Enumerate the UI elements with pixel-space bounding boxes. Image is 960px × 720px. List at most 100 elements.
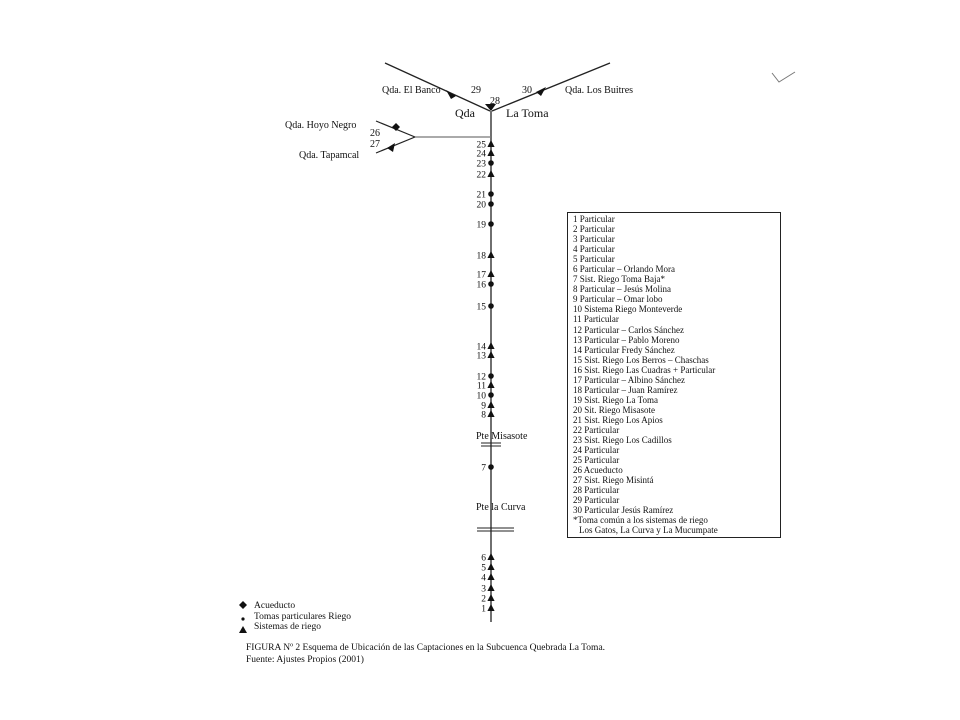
riego-system-triangle-icon (487, 351, 495, 358)
legend-item: 25 Particular (573, 455, 620, 466)
caption-title: FIGURA Nº 2 Esquema de Ubicación de las … (246, 643, 606, 653)
label-la-toma: La Toma (506, 106, 549, 120)
legend-item: 14 Particular Fredy Sánchez (573, 344, 675, 355)
private-intake-dot-icon (488, 201, 494, 207)
label-hoyo-negro: Qda. Hoyo Negro (285, 120, 356, 131)
riego-system-triangle-icon (487, 553, 495, 560)
legend-item: 11 Particular (573, 314, 619, 325)
point-number-label: 24 (477, 150, 487, 160)
riego-system-triangle-icon (487, 251, 495, 258)
riego-system-triangle-icon (487, 563, 495, 570)
legend-item: 3 Particular (573, 234, 615, 245)
legend-item: 15 Sist. Riego Los Berros – Chaschas (573, 354, 709, 365)
point-number-label: 22 (477, 171, 487, 181)
legend-item: 21 Sist. Riego Los Apios (573, 414, 663, 425)
stream-tapamcal (375, 136, 416, 154)
legend-item: 17 Particular – Albino Sánchez (573, 374, 685, 385)
legend-item: 5 Particular (573, 254, 615, 265)
label-29: 29 (471, 85, 481, 96)
point-number-label: 10 (477, 392, 487, 402)
private-intake-dot-icon (488, 281, 494, 287)
riego-system-triangle-icon (487, 604, 495, 611)
private-intake-dot-icon (488, 373, 494, 379)
point-number-label: 15 (477, 303, 487, 313)
point-number-label: 17 (477, 271, 487, 281)
label-26: 26 (370, 128, 380, 139)
label-27: 27 (370, 139, 380, 150)
riego-system-triangle-icon (487, 584, 495, 591)
arrow-29 (446, 90, 456, 99)
point-number-label: 9 (481, 402, 486, 412)
point-number-label: 19 (477, 221, 487, 231)
arrow-27 (387, 143, 395, 152)
arrow-28 (485, 104, 496, 111)
legend-item: 10 Sistema Riego Monteverde (573, 304, 683, 315)
point-number-label: 14 (477, 343, 487, 353)
stream-los-buitres (491, 62, 611, 112)
riego-system-triangle-icon (487, 140, 495, 147)
key-diamond-icon (239, 601, 247, 609)
legend-item: 29 Particular (573, 495, 620, 506)
riego-system-triangle-icon (487, 270, 495, 277)
caption-source: Fuente: Ajustes Propios (2001) (246, 655, 364, 665)
legend-item: 13 Particular – Pablo Moreno (573, 334, 680, 345)
legend-item: 20 Sit. Riego Misasote (573, 404, 656, 415)
legend-item: 22 Particular (573, 424, 620, 435)
legend-item: 7 Sist. Riego Toma Baja* (573, 274, 665, 285)
label-pte-curva: Pte la Curva (476, 502, 526, 513)
legend-item: 19 Sist. Riego La Toma (573, 394, 658, 405)
riego-system-triangle-icon (487, 594, 495, 601)
private-intake-dot-icon (488, 191, 494, 197)
private-intake-dot-icon (488, 160, 494, 166)
private-intake-dot-icon (488, 464, 494, 470)
label-qda: Qda (455, 106, 476, 120)
arrow-30 (536, 87, 546, 96)
legend-item: 30 Particular Jesús Ramírez (573, 505, 674, 516)
legend-item: 6 Particular – Orlando Mora (573, 264, 675, 275)
point-number-label: 2 (481, 595, 486, 605)
point-number-label: 11 (477, 382, 486, 392)
legend-item: *Toma común a los sistemas de riego (573, 515, 708, 526)
legend-item: 18 Particular – Juan Ramírez (573, 384, 678, 395)
legend-item: 2 Particular (573, 224, 615, 235)
riego-system-triangle-icon (487, 573, 495, 580)
legend-item: 23 Sist. Riego Los Cadillos (573, 435, 672, 446)
private-intake-dot-icon (488, 303, 494, 309)
point-number-label: 21 (477, 191, 487, 201)
riego-system-triangle-icon (487, 381, 495, 388)
key-triangle-icon (239, 626, 247, 633)
legend-item: 16 Sist. Riego Las Cuadras + Particular (573, 364, 716, 375)
legend-item: 26 Acueducto (573, 465, 623, 476)
point-number-label: 6 (481, 554, 486, 564)
label-los-buitres: Qda. Los Buitres (565, 85, 633, 96)
symbol-key: Acueducto Tomas particulares Riego Siste… (236, 601, 351, 633)
legend-item: Los Gatos, La Curva y La Mucumpate (579, 525, 718, 536)
point-number-label: 12 (477, 373, 487, 383)
point-number-label: 3 (481, 585, 486, 595)
point-number-label: 5 (481, 564, 486, 574)
point-number-label: 16 (477, 281, 487, 291)
riego-system-triangle-icon (487, 342, 495, 349)
riego-system-triangle-icon (487, 410, 495, 417)
label-tapamcal: Qda. Tapamcal (299, 150, 359, 161)
legend-item: 8 Particular – Jesús Molina (573, 284, 671, 295)
riego-system-triangle-icon (487, 170, 495, 177)
point-number-label: 1 (481, 605, 486, 615)
riego-system-triangle-icon (487, 401, 495, 408)
riego-system-triangle-icon (487, 149, 495, 156)
private-intake-dot-icon (488, 221, 494, 227)
legend-item: 1 Particular (573, 214, 615, 224)
legend-item: 4 Particular (573, 244, 615, 255)
point-number-label: 4 (481, 574, 486, 584)
stream-el-banco (384, 62, 491, 112)
private-intake-dot-icon (488, 392, 494, 398)
key-dot-icon (241, 617, 245, 621)
legend-item: 24 Particular (573, 445, 620, 456)
label-28: 28 (490, 96, 500, 107)
label-30: 30 (522, 85, 532, 96)
figure-caption: FIGURA Nº 2 Esquema de Ubicación de las … (246, 642, 605, 666)
legend-item: 9 Particular – Omar lobo (573, 294, 663, 305)
point-number-label: 13 (477, 352, 487, 362)
